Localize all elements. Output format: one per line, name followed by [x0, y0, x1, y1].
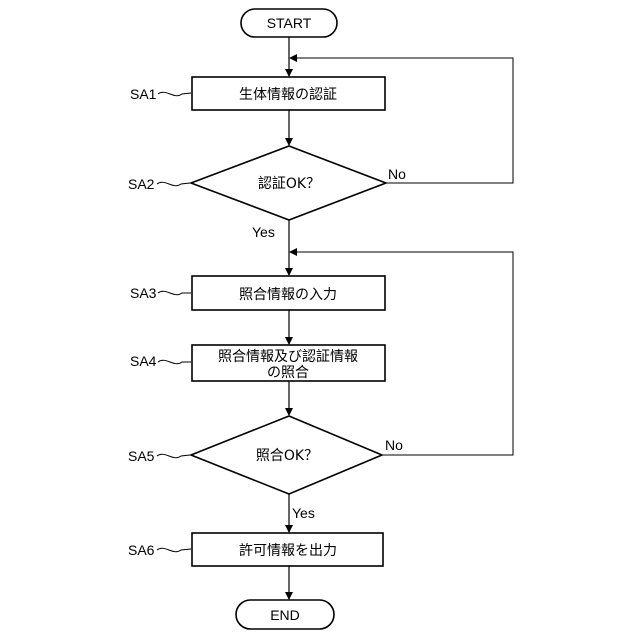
- process-sa3: 照合情報の入力: [192, 276, 385, 310]
- step-id-sa3: SA3: [130, 285, 157, 301]
- sa5-no-label: No: [385, 437, 403, 453]
- step-id-sa5: SA5: [128, 448, 155, 464]
- sa2-yes-label: Yes: [252, 224, 275, 240]
- process-sa4-label-line1: 照合情報及び認証情報: [218, 349, 358, 365]
- process-sa4: 照合情報及び認証情報 の照合: [192, 345, 385, 381]
- start-terminal: START: [241, 9, 337, 37]
- process-sa3-label: 照合情報の入力: [239, 287, 337, 303]
- step-leader-sa6: [157, 548, 191, 551]
- step-id-sa6: SA6: [128, 542, 155, 558]
- end-terminal: END: [236, 600, 334, 629]
- decision-sa2: 認証OK？: [191, 146, 386, 220]
- end-label: END: [270, 607, 300, 623]
- process-sa4-label-line2: の照合: [267, 365, 309, 381]
- step-id-sa2: SA2: [128, 176, 155, 192]
- step-leader-sa2: [157, 182, 190, 185]
- step-id-sa4: SA4: [130, 353, 157, 369]
- process-sa6-label: 許可情報を出力: [239, 543, 337, 559]
- process-sa6: 許可情報を出力: [192, 533, 383, 566]
- step-id-sa1: SA1: [130, 86, 157, 102]
- decision-sa5: 照合OK？: [191, 416, 382, 494]
- sa2-no-label: No: [388, 166, 406, 182]
- process-sa1-label: 生体情報の認証: [239, 87, 337, 103]
- step-leader-sa5: [157, 454, 190, 457]
- sa5-yes-label: Yes: [292, 505, 315, 521]
- step-leader-sa4: [158, 360, 191, 363]
- decision-sa2-label: 認証OK？: [258, 176, 320, 192]
- start-label: START: [267, 15, 312, 31]
- step-leader-sa1: [158, 92, 191, 95]
- process-sa1: 生体情報の認証: [192, 77, 385, 110]
- decision-sa5-label: 照合OK？: [256, 448, 318, 464]
- step-leader-sa3: [158, 291, 191, 294]
